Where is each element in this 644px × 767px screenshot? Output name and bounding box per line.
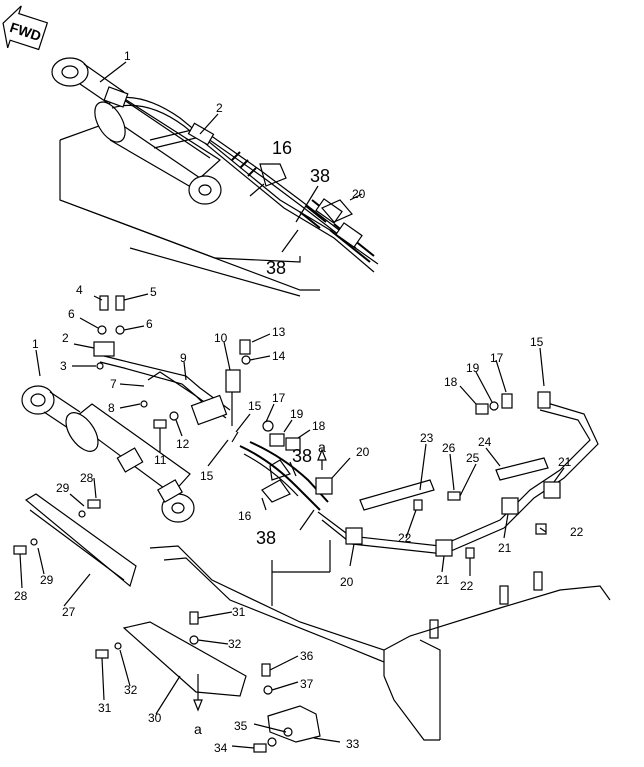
callout-28b: 28 [14, 589, 28, 603]
callout-22a: 22 [398, 531, 412, 545]
callout-28a: 28 [80, 471, 94, 485]
callout-21a: 21 [436, 573, 450, 587]
callout-27: 27 [62, 605, 76, 619]
callout-top-16: 16 [272, 138, 292, 158]
callout-13: 13 [272, 325, 286, 339]
callout-25: 25 [466, 451, 480, 465]
callout-a1: a [318, 439, 326, 455]
callout-38a: 38 [292, 446, 312, 466]
callout-22c: 22 [570, 525, 584, 539]
callout-33: 33 [346, 737, 360, 751]
callout-19a: 19 [290, 407, 304, 421]
bottom-cylinder-assembly [13, 295, 611, 753]
callout-15b: 15 [200, 469, 214, 483]
callout-26: 26 [442, 441, 456, 455]
callout-11: 11 [154, 453, 167, 467]
callout-15a: 15 [248, 399, 262, 413]
callout-31b: 31 [98, 701, 112, 715]
callout-5: 5 [150, 285, 157, 299]
callout-15c: 15 [530, 335, 544, 349]
callout-4: 4 [76, 283, 83, 297]
callout-17b: 17 [490, 351, 504, 365]
callout-16: 16 [238, 509, 252, 523]
callout-17a: 17 [272, 391, 286, 405]
callout-top-20: 20 [352, 187, 366, 201]
callout-23: 23 [420, 431, 434, 445]
callout-37: 37 [300, 677, 314, 691]
callout-2: 2 [62, 331, 69, 345]
callout-31a: 31 [232, 605, 246, 619]
callout-32b: 32 [124, 683, 138, 697]
callout-3: 3 [60, 359, 67, 373]
callout-36: 36 [300, 649, 314, 663]
callout-10: 10 [214, 331, 228, 345]
top-callouts: 1 2 16 38 20 38 [124, 49, 366, 278]
callout-12: 12 [176, 437, 190, 451]
callout-top-2: 2 [216, 101, 223, 115]
callout-29b: 29 [40, 573, 54, 587]
callout-30: 30 [148, 711, 162, 725]
callout-1: 1 [32, 337, 39, 351]
callout-21c: 21 [558, 455, 572, 469]
callout-32a: 32 [228, 637, 242, 651]
fwd-arrow-icon: FWD [2, 5, 49, 51]
callout-38b: 38 [256, 528, 276, 548]
callout-21b: 21 [498, 541, 512, 555]
callout-a2: a [194, 721, 202, 737]
callout-18b: 18 [444, 375, 458, 389]
callout-top-1: 1 [124, 49, 131, 63]
callout-20a: 20 [356, 445, 370, 459]
callout-19b: 19 [466, 361, 480, 375]
callout-29a: 29 [56, 481, 70, 495]
callout-35: 35 [234, 719, 248, 733]
callout-top-38a: 38 [310, 166, 330, 186]
callout-22b: 22 [460, 579, 474, 593]
callout-8: 8 [108, 401, 115, 415]
callout-7: 7 [110, 377, 117, 391]
callout-34: 34 [214, 741, 228, 755]
callout-24: 24 [478, 435, 492, 449]
callout-top-38b: 38 [266, 258, 286, 278]
bottom-callout-leaders [19, 293, 565, 749]
callout-9: 9 [180, 351, 187, 365]
callout-6a: 6 [68, 307, 75, 321]
bottom-callouts: 1 2 3 4 5 6 6 7 8 9 10 11 12 13 14 15 15… [14, 283, 584, 755]
callout-6b: 6 [146, 317, 153, 331]
callout-18a: 18 [312, 419, 326, 433]
callout-20b: 20 [340, 575, 354, 589]
top-cylinder-assembly [51, 57, 379, 297]
callout-14: 14 [272, 349, 286, 363]
